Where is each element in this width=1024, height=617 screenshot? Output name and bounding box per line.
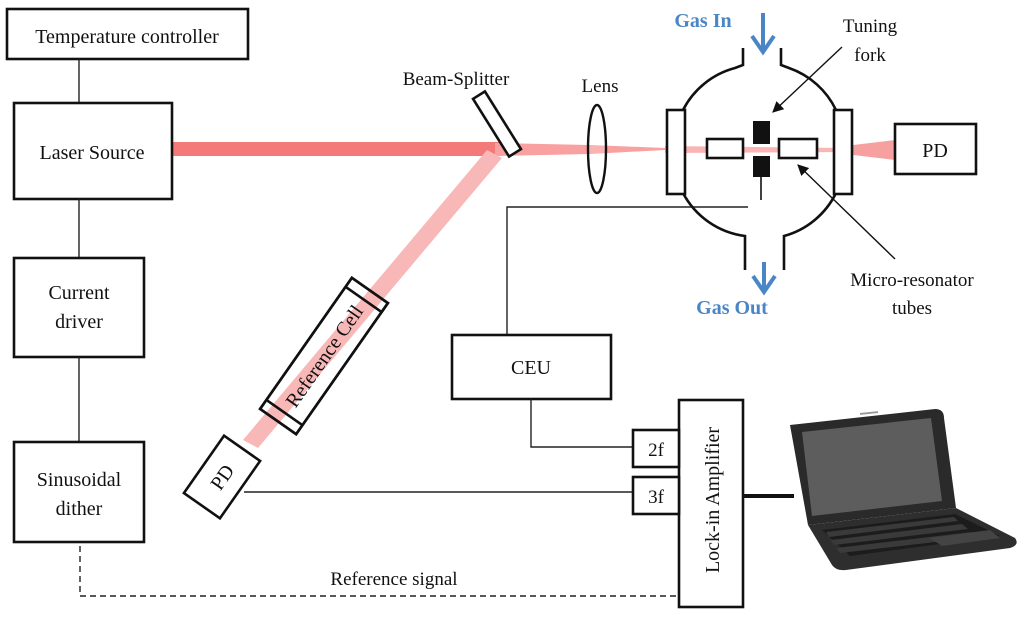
gas-in-label: Gas In <box>674 10 731 32</box>
sinusoidal-dither-label-1: Sinusoidal <box>37 469 122 491</box>
micro-resonator-tube-right <box>777 137 819 160</box>
reference-cell[interactable]: Reference Cell <box>258 276 390 436</box>
sinusoidal-dither-label-2: dither <box>56 498 103 520</box>
laptop-icon <box>790 409 1017 571</box>
lock-in-amplifier-label: Lock-in Amplifier <box>702 427 724 573</box>
micro-resonator-tube-left <box>705 137 745 160</box>
micro-resonator-label-1: Micro-resonator <box>850 270 974 291</box>
gas-out-label: Gas Out <box>696 297 768 319</box>
ceu-box[interactable]: CEU <box>450 333 613 401</box>
port-3f[interactable]: 3f <box>631 475 681 516</box>
lock-in-amplifier-box[interactable]: Lock-in Amplifier <box>677 398 745 609</box>
temperature-controller-box[interactable]: Temperature controller <box>5 7 250 61</box>
ceu-label: CEU <box>511 357 552 379</box>
port-2f[interactable]: 2f <box>631 428 681 469</box>
pd-output-label: PD <box>922 140 948 162</box>
laser-beam-transmitted <box>495 143 665 156</box>
gas-out-arrow <box>751 262 777 296</box>
laser-beam-main <box>172 142 502 156</box>
lens[interactable] <box>586 103 608 195</box>
beam-splitter-label: Beam-Splitter <box>403 69 510 90</box>
tuning-fork-pointer <box>772 46 843 113</box>
beam-splitter[interactable] <box>471 89 523 159</box>
window-left <box>665 108 687 196</box>
tuning-fork-label-1: Tuning <box>843 16 898 37</box>
reference-signal-label: Reference signal <box>330 569 457 590</box>
pd-reference-box[interactable]: PD <box>182 433 262 521</box>
sinusoidal-dither-box[interactable]: Sinusoidal dither <box>12 440 146 544</box>
gas-cell[interactable] <box>681 48 838 270</box>
lens-label: Lens <box>582 76 619 97</box>
reference-signal-line <box>79 546 680 597</box>
laser-beam-to-pd <box>845 140 895 160</box>
wire-fork-ceu <box>506 206 748 335</box>
tuning-fork-label-2: fork <box>854 45 886 66</box>
tuning-fork-prong-bottom <box>753 156 770 177</box>
laser-beam-reflected <box>243 150 502 448</box>
laser-source-box[interactable]: Laser Source <box>12 101 174 201</box>
micro-resonator-label-2: tubes <box>892 298 932 319</box>
current-driver-box[interactable]: Current driver <box>12 256 146 359</box>
current-driver-label-2: driver <box>55 311 103 333</box>
pd-output-box[interactable]: PD <box>893 122 978 176</box>
wire-ceu-2f <box>530 399 633 448</box>
laser-source-label: Laser Source <box>40 142 145 164</box>
tuning-fork-prong-top <box>753 121 770 144</box>
temperature-controller-label: Temperature controller <box>35 26 219 48</box>
window-right <box>832 108 854 196</box>
port-2f-label: 2f <box>648 440 665 461</box>
gas-in-arrow <box>750 13 776 56</box>
port-3f-label: 3f <box>648 487 665 508</box>
current-driver-label-1: Current <box>48 282 110 304</box>
micro-resonator-pointer <box>797 164 896 260</box>
